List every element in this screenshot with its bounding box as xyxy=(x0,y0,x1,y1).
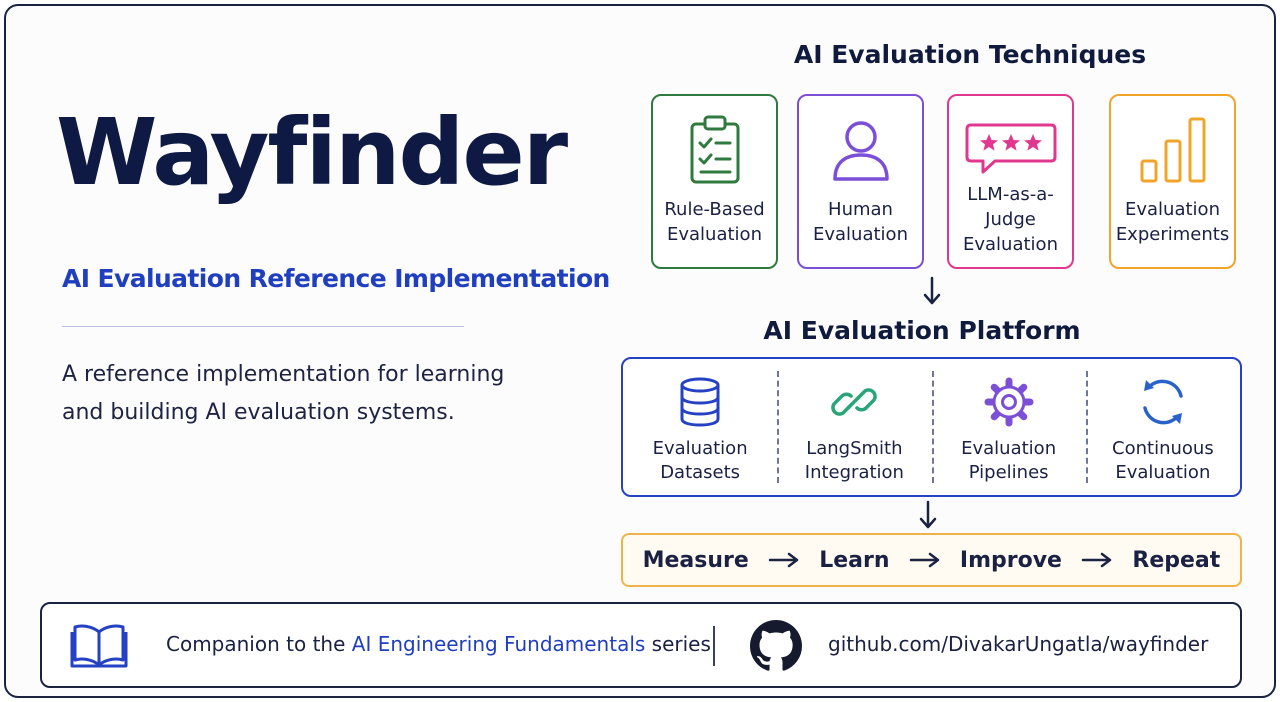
brand-subtitle: AI Evaluation Reference Implementation xyxy=(62,264,610,293)
platform-label: Evaluation Datasets xyxy=(652,438,748,483)
clipboard-checklist-icon xyxy=(687,114,743,186)
github-icon[interactable] xyxy=(750,620,802,676)
brand-description: A reference implementation for learning … xyxy=(62,362,505,425)
cycle-step-learn: Learn xyxy=(819,547,890,573)
refresh-cycle-icon xyxy=(1137,375,1189,429)
arrow-right-icon xyxy=(768,551,800,569)
series-link[interactable]: AI Engineering Fundamentals xyxy=(351,632,646,656)
platform-item-pipelines[interactable]: Evaluation Pipelines xyxy=(931,359,1086,495)
repo-link[interactable]: github.com/DivakarUngatla/wayfinder xyxy=(828,632,1209,656)
title-divider xyxy=(62,326,464,327)
brand-title: Wayfinder xyxy=(56,99,568,206)
platform-label: LangSmith Integration xyxy=(804,438,904,483)
technique-card-experiments[interactable]: Evaluation Experiments xyxy=(1109,94,1236,269)
platform-item-datasets[interactable]: Evaluation Datasets xyxy=(623,359,777,495)
platform-label: Evaluation Pipelines xyxy=(961,438,1057,483)
footer-companion-text: Companion to the AI Engineering Fundamen… xyxy=(166,632,711,656)
database-icon xyxy=(678,375,722,429)
footer-divider xyxy=(713,626,715,666)
footer-bar: Companion to the AI Engineering Fundamen… xyxy=(40,602,1242,688)
technique-card-human[interactable]: Human Evaluation xyxy=(797,94,924,269)
footer-prefix: Companion to the xyxy=(166,632,352,656)
technique-card-llm-judge[interactable]: LLM-as-a-Judge Evaluation xyxy=(947,94,1074,269)
technique-label: Evaluation Experiments xyxy=(1115,198,1230,245)
arrow-down-icon xyxy=(919,500,937,529)
cycle-step-repeat: Repeat xyxy=(1132,547,1221,573)
bar-chart-icon xyxy=(1139,114,1207,186)
cycle-step-measure: Measure xyxy=(642,547,749,573)
techniques-heading: AI Evaluation Techniques xyxy=(793,40,1147,69)
improvement-cycle-bar: Measure Learn Improve Repeat xyxy=(621,533,1242,587)
link-icon xyxy=(829,375,879,429)
platform-item-langsmith[interactable]: LangSmith Integration xyxy=(777,359,931,495)
person-icon xyxy=(831,114,891,186)
footer-suffix: series xyxy=(645,632,711,656)
platform-item-continuous[interactable]: Continuous Evaluation xyxy=(1085,359,1240,495)
technique-label: Rule-Based Evaluation xyxy=(664,198,765,245)
gear-icon xyxy=(984,375,1034,429)
arrow-right-icon xyxy=(1081,551,1113,569)
rating-stars-bubble-icon xyxy=(965,114,1057,182)
platform-heading: AI Evaluation Platform xyxy=(763,316,1081,345)
technique-card-rule-based[interactable]: Rule-Based Evaluation xyxy=(651,94,778,269)
technique-label: Human Evaluation xyxy=(813,198,908,245)
open-book-icon xyxy=(70,622,128,674)
platform-box: Evaluation Datasets LangSmith Integratio… xyxy=(621,357,1242,497)
arrow-right-icon xyxy=(909,551,941,569)
arrow-down-icon xyxy=(923,276,941,305)
platform-label: Continuous Evaluation xyxy=(1112,438,1214,483)
technique-label: LLM-as-a-Judge Evaluation xyxy=(963,184,1058,255)
cycle-step-improve: Improve xyxy=(959,547,1062,573)
